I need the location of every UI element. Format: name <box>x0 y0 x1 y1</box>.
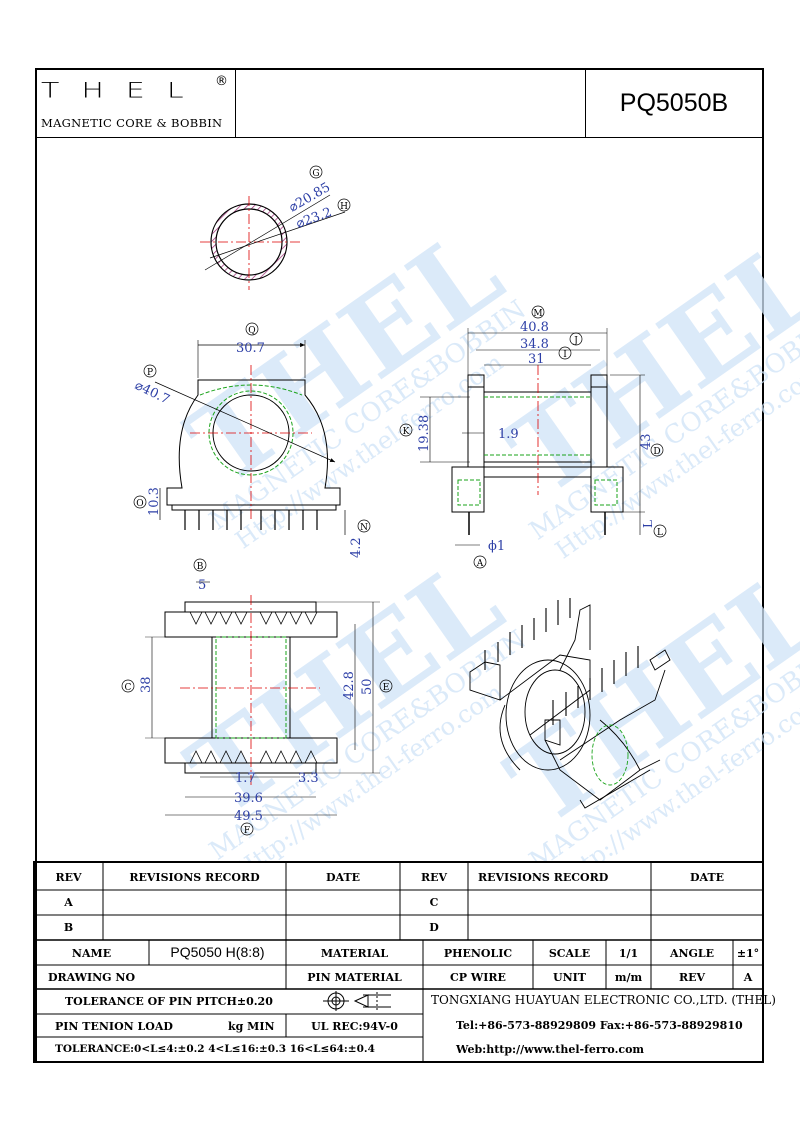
dim-top-w1: 39.6 <box>234 791 263 806</box>
technical-drawing: THEL MAGNETIC CORE&BOBBIN Http://www.the… <box>121 165 800 862</box>
dim-wall: 1.9 <box>498 427 519 442</box>
rev-value: A <box>743 971 753 984</box>
company-website: Web:http://www.thel-ferro.com <box>456 1043 645 1056</box>
label-M: M <box>533 309 542 319</box>
logo-subtitle: MAGNETIC CORE & BOBBIN <box>41 116 223 130</box>
unit-value: m/m <box>614 971 643 984</box>
unit-label: UNIT <box>553 971 586 984</box>
pin-material-label: PIN MATERIAL <box>307 971 402 984</box>
front-pins <box>184 510 318 530</box>
rev-b: B <box>63 921 74 934</box>
top-view <box>145 581 380 816</box>
drawing-header: THEL ® MAGNETIC CORE & BOBBIN PQ5050B <box>37 70 762 138</box>
label-G: G <box>312 169 319 179</box>
label-J: J <box>573 336 578 346</box>
label-Q: Q <box>248 326 255 336</box>
isometric-view <box>469 598 671 809</box>
dim-top-a: 1.7 <box>235 771 256 786</box>
registered-mark: ® <box>215 74 228 89</box>
contact-phone-fax: Tel:+86-573-88929809 Fax:+86-573-8892981… <box>456 1019 743 1032</box>
logo-letters: THEL <box>41 78 206 104</box>
rev-header: REV <box>420 871 448 884</box>
material-value: PHENOLIC <box>443 947 513 960</box>
label-I: I <box>563 350 567 360</box>
date-header: DATE <box>689 871 725 884</box>
drawing-no-label: DRAWING NO <box>47 971 136 984</box>
dim-side-w3: 31 <box>528 352 545 367</box>
rev-d: D <box>429 921 439 934</box>
dim-pin-diameter: ϕ1 <box>488 539 505 554</box>
label-K: K <box>403 427 410 437</box>
company-logo: THEL ® MAGNETIC CORE & BOBBIN <box>37 70 236 137</box>
gdt-symbol <box>323 991 391 1011</box>
kg-min-label: kg MIN <box>228 1020 275 1033</box>
ul-rating: UL REC:94V-0 <box>311 1020 398 1033</box>
rev-label: REV <box>678 971 706 984</box>
dim-front-width: 30.7 <box>236 341 265 356</box>
revisions-record-header: REVISIONS RECORD <box>129 871 260 884</box>
revisions-record-header: REVISIONS RECORD <box>478 871 609 884</box>
dim-top-w2: 49.5 <box>234 809 263 824</box>
dim-side-w1: 40.8 <box>520 320 549 335</box>
front-view <box>154 340 346 535</box>
dim-side-height: 19.38 <box>417 415 432 452</box>
label-L: L <box>657 528 663 538</box>
dim-top-mid: 42.8 <box>342 671 357 700</box>
material-label: MATERIAL <box>320 947 389 960</box>
title-block: REV REVISIONS RECORD DATE REV REVISIONS … <box>33 861 776 1063</box>
label-P: P <box>147 368 153 378</box>
name-value: PQ5050 H(8:8) <box>170 944 265 960</box>
label-A: A <box>476 559 484 569</box>
dim-front-diameter: ⌀40.7 <box>132 378 172 408</box>
rev-header: REV <box>55 871 82 884</box>
title-block-grid <box>33 861 764 1063</box>
dim-pin-l: L <box>641 520 655 528</box>
name-label: NAME <box>71 947 112 960</box>
part-number: PQ5050B <box>585 70 762 137</box>
watermark: THEL MAGNETIC CORE&BOBBIN Http://www.the… <box>166 206 800 862</box>
label-N: N <box>360 523 368 533</box>
angle-value: ±1° <box>736 947 760 960</box>
rev-a: A <box>64 896 73 909</box>
dim-top-b: 3.3 <box>298 771 319 786</box>
dim-top-total: 50 <box>360 678 375 695</box>
pin-tension-label: PIN TENION LOAD <box>55 1020 173 1033</box>
dim-side-w2: 34.8 <box>520 337 549 352</box>
label-D: D <box>653 447 660 457</box>
label-E: E <box>383 683 390 693</box>
angle-label: ANGLE <box>669 947 715 960</box>
company-name: TONGXIANG HUAYUAN ELECTRONIC CO.,LTD. (T… <box>431 993 776 1007</box>
iso-pins <box>484 598 639 725</box>
label-B: B <box>197 562 204 572</box>
date-header: DATE <box>325 871 361 884</box>
side-view <box>420 328 645 546</box>
pin-material-value: CP WIRE <box>450 971 506 984</box>
scale-value: 1/1 <box>618 947 639 960</box>
dim-top-pitch: 5 <box>198 578 206 593</box>
dim-top-inner: 38 <box>139 676 154 693</box>
rev-c: C <box>429 896 439 909</box>
label-C: C <box>125 683 132 693</box>
ring-view: G H ⌀20.85 ⌀23.2 <box>200 165 351 290</box>
label-O: O <box>136 499 143 509</box>
scale-label: SCALE <box>548 947 591 960</box>
top-pin-slots <box>189 611 318 764</box>
dim-side-total: 43 <box>639 433 654 450</box>
label-H: H <box>340 202 348 212</box>
general-tolerance: TOLERANCE:0<L≤4:±0.2 4<L≤16:±0.3 16<L≤64… <box>55 1043 375 1055</box>
dim-front-height: 10.3 <box>147 487 162 516</box>
label-F: F <box>244 826 250 836</box>
pin-pitch-tolerance: TOLERANCE OF PIN PITCH±0.20 <box>65 995 273 1008</box>
dim-pin-length: 4.2 <box>349 537 364 558</box>
